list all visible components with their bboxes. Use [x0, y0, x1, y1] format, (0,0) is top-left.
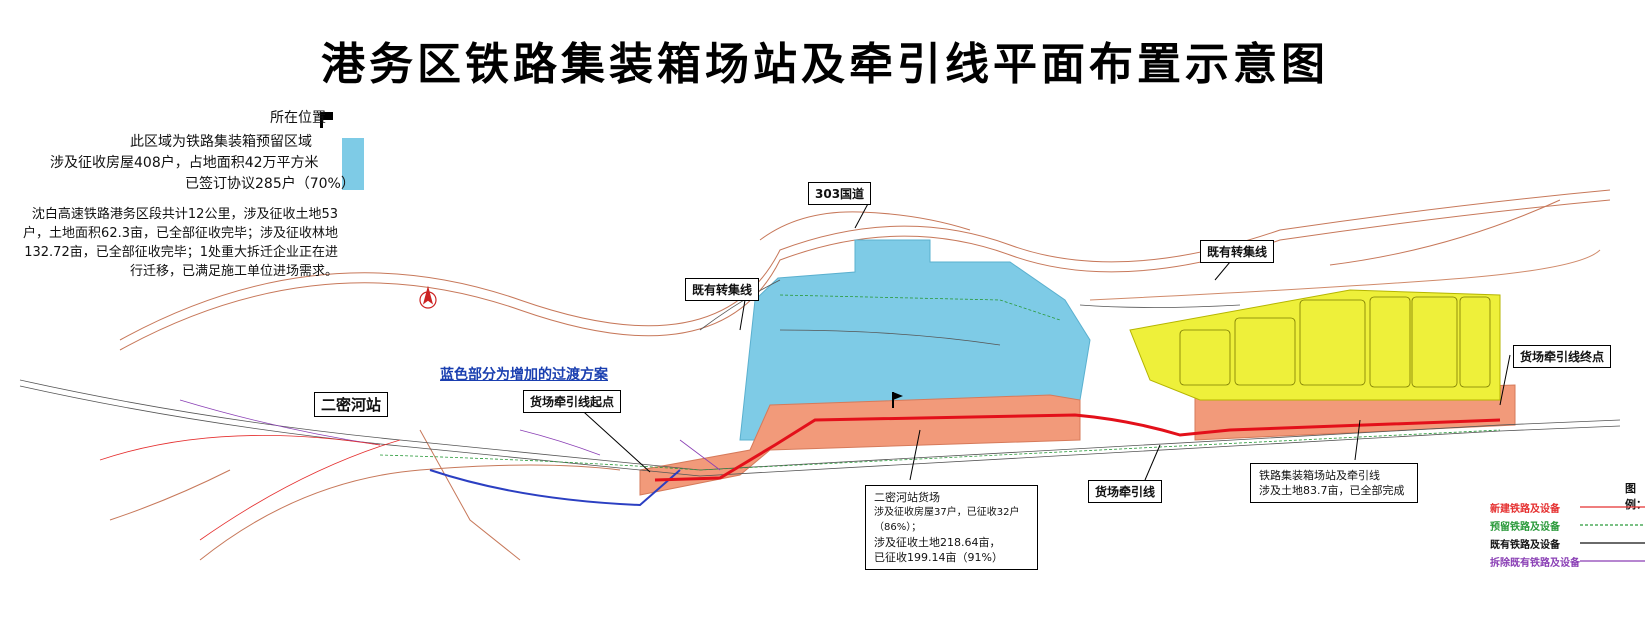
- legend-item-label: 既有铁路及设备: [1490, 540, 1560, 551]
- station-label: 二密河站: [314, 392, 389, 417]
- transition-blue-line: [429, 469, 681, 507]
- existing-line-label-2: 既有转集线: [685, 278, 760, 301]
- legend-item-existing: 既有铁路及设备: [1490, 536, 1650, 551]
- legend-reserved-line-2: 已签订协议285户（70%）: [185, 176, 355, 192]
- station-box-line-0: 二密河站货场: [874, 491, 940, 504]
- container-land-box: 铁路集装箱场站及牵引线 涉及土地83.7亩，已全部完成: [1250, 463, 1418, 503]
- reserved-area-swatch: [342, 138, 364, 190]
- traction-red-line: [654, 413, 1501, 482]
- container-yellow-area: [1129, 289, 1501, 401]
- leader-lines: [574, 199, 1511, 481]
- road-303-label: 303国道: [808, 182, 872, 205]
- location-flag-icon: [320, 112, 335, 128]
- transition-note-label: 蓝色部分为增加的过渡方案: [440, 367, 608, 383]
- legend-item-removed: 拆除既有铁路及设备: [1490, 554, 1650, 569]
- land-note-line-3: 行迁移，已满足施工单位进场需求。: [129, 264, 338, 279]
- legend-reserved-line-1: 涉及征收房屋408户，占地面积42万平方米: [50, 155, 319, 171]
- reserved-tracks: [379, 294, 1501, 471]
- page-title: 港务区铁路集装箱场站及牵引线平面布置示意图: [321, 39, 1329, 90]
- station-box-line-3: 已征收199.14亩（91%）: [874, 551, 1003, 564]
- legend-lines: [1580, 506, 1645, 562]
- yellow-subplots: [1179, 296, 1491, 388]
- station-land-box: 二密河站货场 涉及征收房屋37户，已征收32户（86%）； 涉及征收土地218.…: [865, 485, 1038, 570]
- land-note-line-1: 户，土地面积62.3亩，已全部征收完毕；涉及征收林地: [23, 226, 338, 241]
- container-box-line-0: 铁路集装箱场站及牵引线: [1259, 469, 1380, 482]
- station-box-line-2: 涉及征收土地218.64亩，: [874, 536, 1001, 549]
- new-tracks: [99, 435, 401, 541]
- land-note: 沈白高速铁路港务区段共计12公里，涉及征收土地53 户，土地面积62.3亩，已全…: [0, 205, 338, 281]
- map-legend: 图例： 新建铁路及设备 预留铁路及设备 既有铁路及设备 拆除既有铁路及设备: [1490, 480, 1647, 590]
- station-box-line-1: 涉及征收房屋37户，已征收32户（86%）；: [874, 507, 1020, 533]
- map-legend-title: 图例：: [1625, 482, 1647, 511]
- road-network: [109, 189, 1611, 561]
- station-orange-area: [639, 394, 1081, 496]
- legend-location-label: 所在位置: [270, 110, 326, 126]
- legend-item-reserved: 预留铁路及设备: [1490, 518, 1650, 533]
- traction-start-label: 货场牵引线起点: [523, 390, 622, 413]
- legend-reserved-line-0: 此区域为铁路集装箱预留区域: [130, 134, 312, 150]
- land-note-line-0: 沈白高速铁路港务区段共计12公里，涉及征收土地53: [31, 207, 338, 222]
- location-flag-icon: [892, 392, 903, 408]
- legend-item-label: 新建铁路及设备: [1490, 504, 1560, 515]
- land-note-line-2: 132.72亩，已全部征收完毕；1处重大拆迁企业正在进: [24, 245, 338, 260]
- removed-tracks: [179, 399, 721, 471]
- compass-icon: [419, 285, 437, 309]
- existing-line-label-1: 既有转集线: [1200, 240, 1275, 263]
- legend-item-label: 预留铁路及设备: [1490, 522, 1560, 533]
- traction-line-label: 货场牵引线: [1088, 480, 1163, 503]
- legend-item-label: 拆除既有铁路及设备: [1490, 558, 1580, 569]
- legend-item-new: 新建铁路及设备: [1490, 500, 1650, 515]
- container-box-line-1: 涉及土地83.7亩，已全部完成: [1259, 484, 1405, 497]
- traction-end-label: 货场牵引线终点: [1513, 345, 1612, 368]
- reserved-blue-area: [739, 239, 1091, 441]
